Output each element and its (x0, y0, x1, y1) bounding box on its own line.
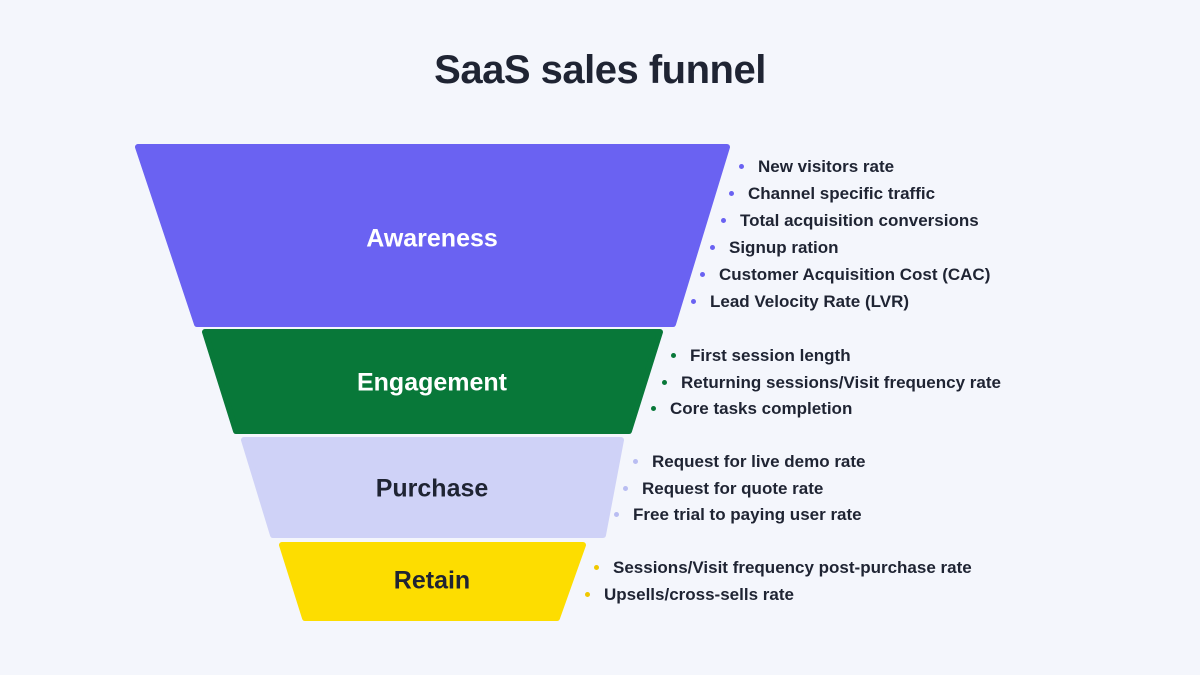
page-title: SaaS sales funnel (434, 48, 766, 92)
stage-retain-label: Retain (393, 566, 471, 595)
bullet-icon (614, 512, 619, 517)
metric-label: Signup ration (729, 238, 839, 257)
bullet-icon (729, 191, 734, 196)
bullet-icon (633, 459, 638, 464)
metric-item: Free trial to paying user rate (614, 506, 862, 523)
bullet-icon (721, 218, 726, 223)
metric-label: Lead Velocity Rate (LVR) (710, 292, 910, 311)
bullet-icon (662, 380, 667, 385)
bullet-icon (671, 353, 676, 358)
metric-item: Upsells/cross-sells rate (585, 586, 794, 603)
metric-label: New visitors rate (758, 157, 895, 176)
metric-label: Free trial to paying user rate (633, 505, 862, 524)
metric-item: Request for quote rate (623, 480, 823, 497)
metric-item: Total acquisition conversions (721, 212, 979, 229)
metric-label: Sessions/Visit frequency post-purchase r… (613, 558, 972, 577)
metric-label: Core tasks completion (670, 399, 853, 418)
metric-label: Total acquisition conversions (740, 211, 979, 230)
metric-item: Channel specific traffic (729, 185, 935, 202)
stage-awareness-label: Awareness (366, 224, 498, 253)
metric-label: Upsells/cross-sells rate (604, 585, 794, 604)
stage-engagement-shape (202, 329, 663, 434)
metric-item: Customer Acquisition Cost (CAC) (700, 266, 990, 283)
stage-awareness-shape (135, 144, 730, 327)
bullet-icon (594, 565, 599, 570)
metric-item: New visitors rate (739, 158, 894, 175)
metric-item: Core tasks completion (651, 400, 852, 417)
bullet-icon (651, 406, 656, 411)
metric-label: Request for quote rate (642, 479, 824, 498)
bullet-icon (739, 164, 744, 169)
metric-label: Request for live demo rate (652, 452, 866, 471)
bullet-icon (710, 245, 715, 250)
stage-purchase-label: Purchase (375, 474, 489, 503)
metric-item: Lead Velocity Rate (LVR) (691, 293, 909, 310)
metric-item: Sessions/Visit frequency post-purchase r… (594, 559, 972, 576)
metric-label: First session length (690, 346, 851, 365)
metric-label: Channel specific traffic (748, 184, 936, 203)
metric-item: First session length (671, 347, 851, 364)
metric-label: Customer Acquisition Cost (CAC) (719, 265, 991, 284)
metric-label: Returning sessions/Visit frequency rate (681, 373, 1001, 392)
metric-item: Signup ration (710, 239, 839, 256)
metric-item: Request for live demo rate (633, 453, 866, 470)
stage-purchase-shape (241, 437, 624, 538)
stage-engagement-label: Engagement (356, 368, 508, 397)
metric-item: Returning sessions/Visit frequency rate (662, 374, 1001, 391)
bullet-icon (691, 299, 696, 304)
stage-retain-shape (279, 542, 586, 621)
bullet-icon (585, 592, 590, 597)
bullet-icon (623, 486, 628, 491)
bullet-icon (700, 272, 705, 277)
